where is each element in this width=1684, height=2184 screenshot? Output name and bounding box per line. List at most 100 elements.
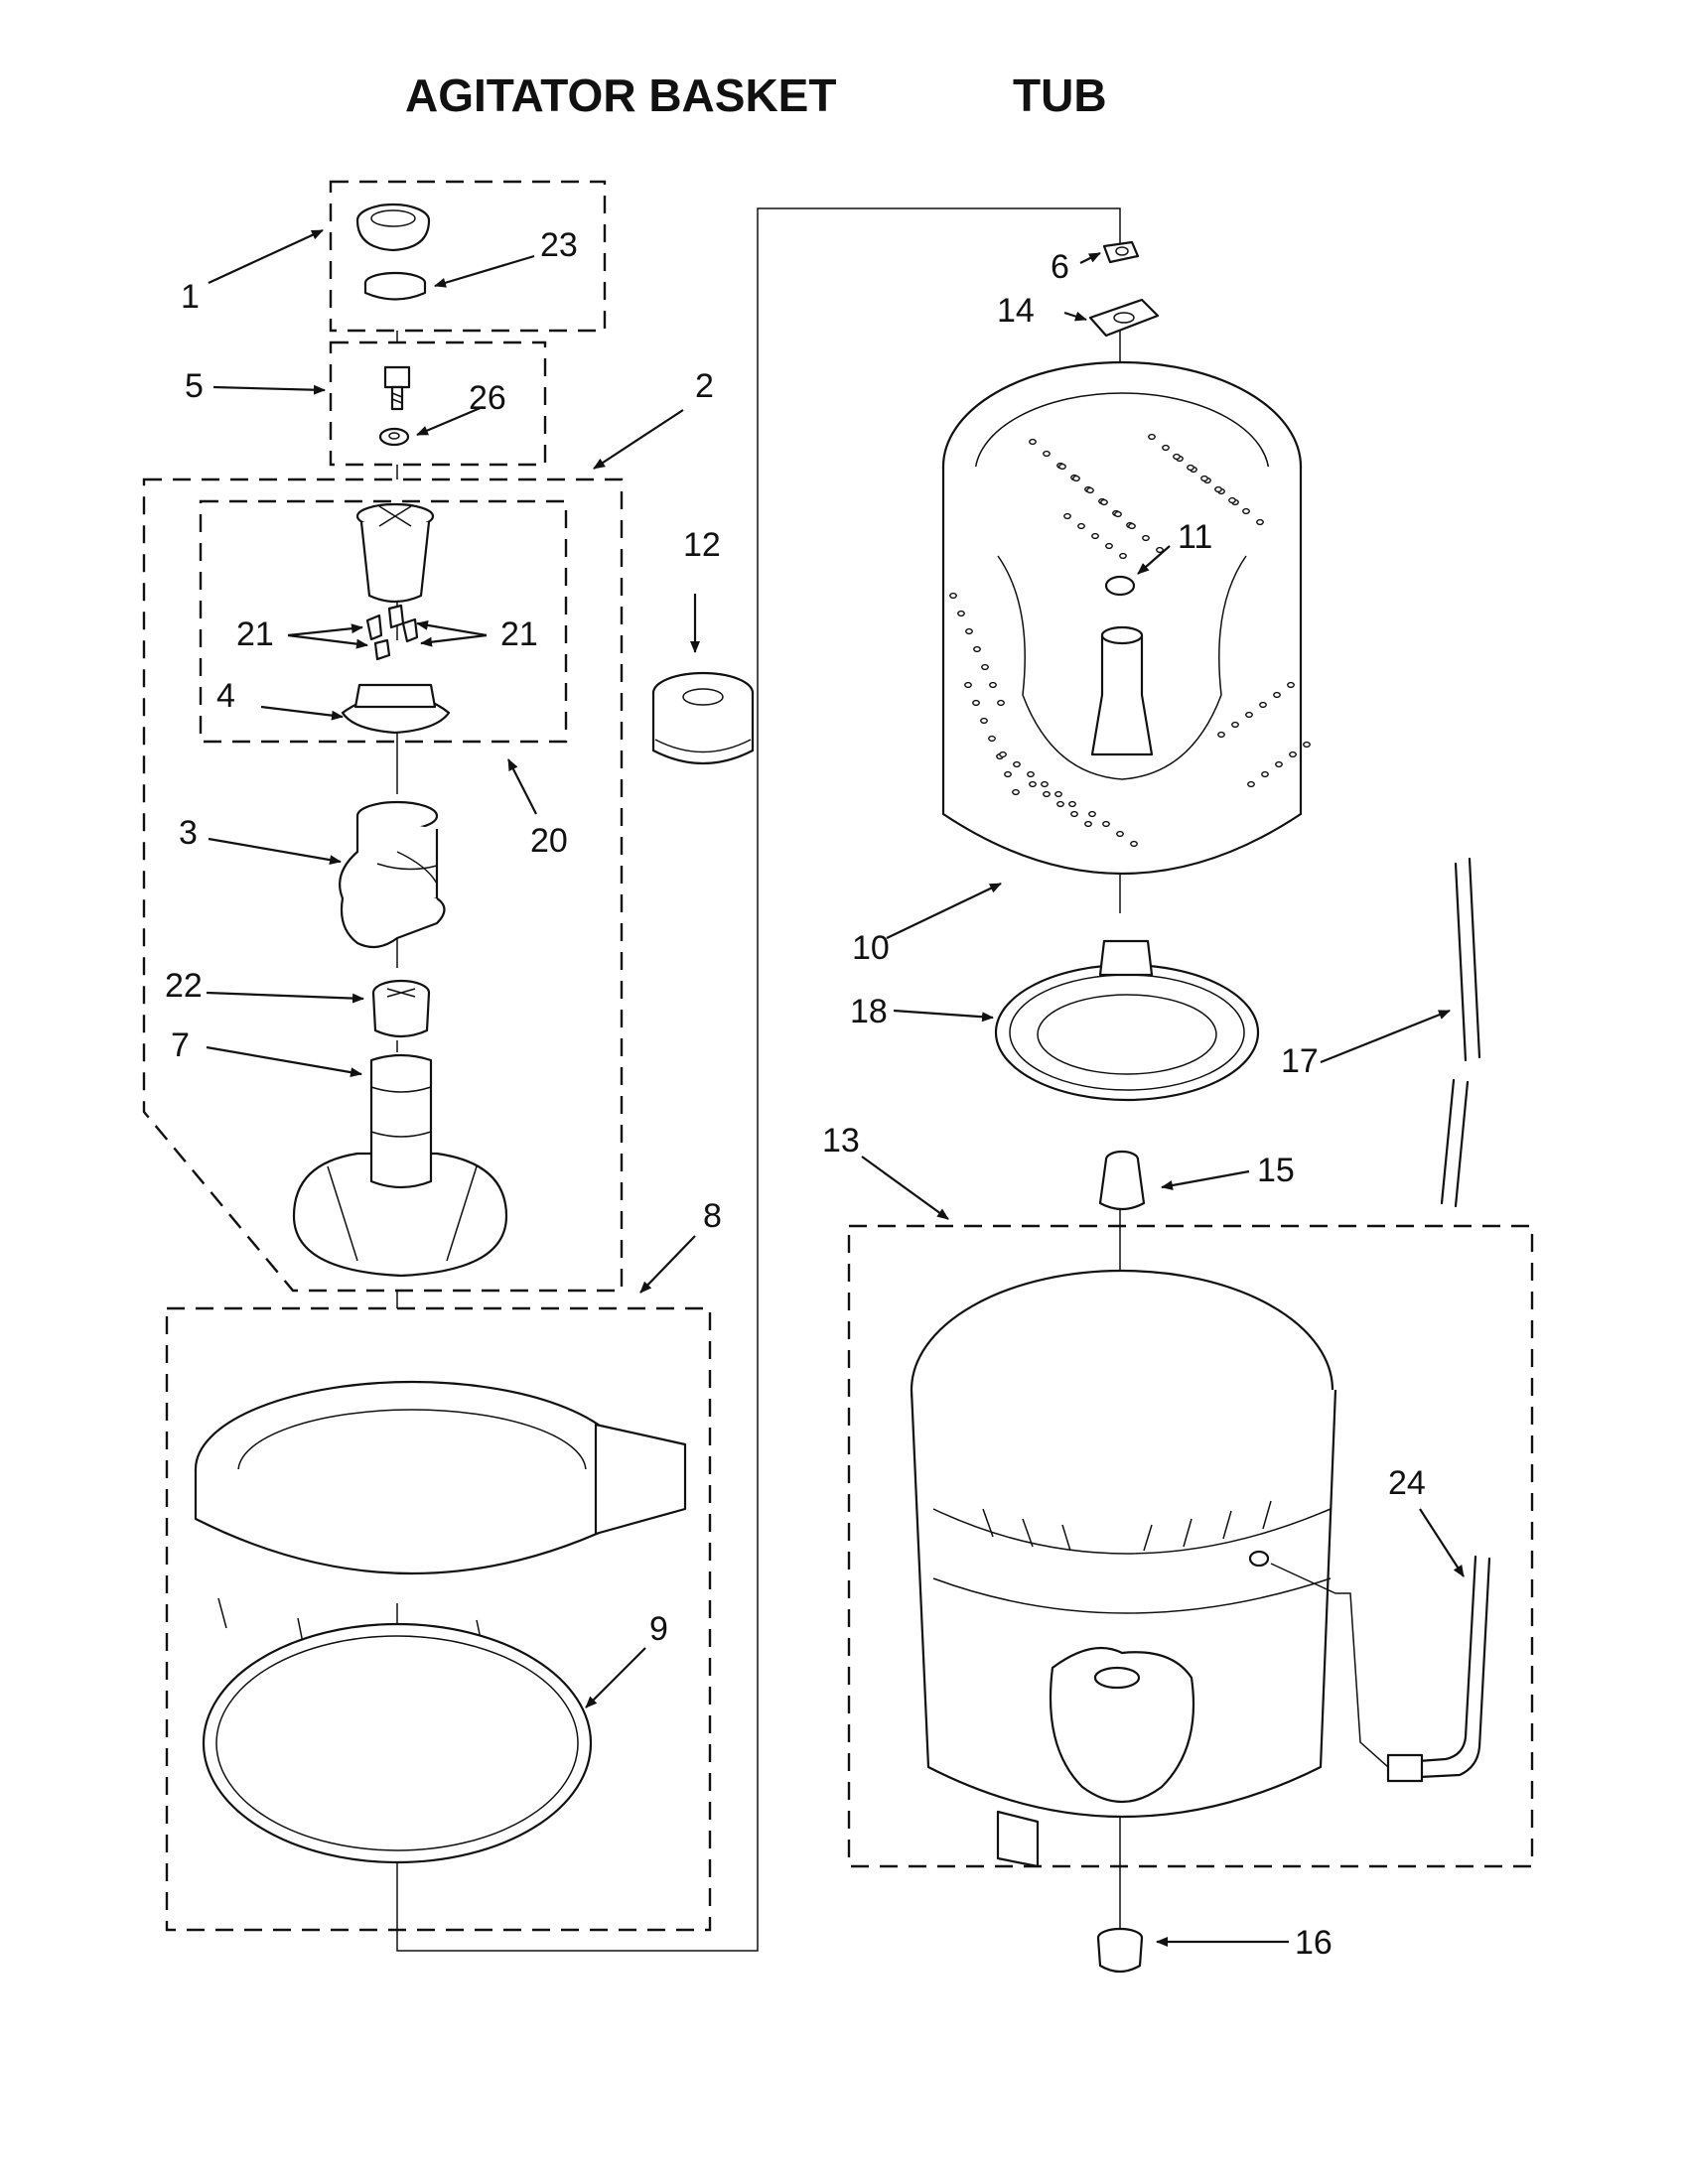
callout-9: 9 xyxy=(649,1610,668,1648)
title-agitator-basket: AGITATOR BASKET xyxy=(405,69,836,121)
callout-20: 20 xyxy=(530,822,568,860)
perforation-hole xyxy=(1029,438,1037,446)
perforation-hole xyxy=(1088,810,1096,818)
callout-4: 4 xyxy=(216,677,235,715)
callout-24: 24 xyxy=(1388,1464,1426,1502)
perforation-hole xyxy=(1068,800,1076,808)
perforation-hole xyxy=(1289,751,1297,758)
agitator-clutch xyxy=(371,979,431,1038)
basket-drive-plate xyxy=(1088,298,1160,338)
callout-22: 22 xyxy=(165,967,203,1005)
spin-tube-coupler xyxy=(1098,1150,1146,1211)
perforation-hole xyxy=(989,681,997,689)
cam-base xyxy=(341,683,451,735)
tub-drain-plug xyxy=(1096,1927,1144,1974)
perforation-hole xyxy=(1041,780,1049,788)
tub-seal xyxy=(651,671,755,764)
perforation-hole xyxy=(1142,534,1150,542)
perforation-hole xyxy=(981,663,989,671)
perforation-hole xyxy=(1275,760,1283,768)
perforation-hole xyxy=(1259,701,1267,709)
agitator-dogs xyxy=(365,604,419,661)
wash-basket xyxy=(941,360,1303,875)
connector-line xyxy=(396,207,1121,1952)
perforation-hole xyxy=(972,699,980,707)
perforation-hole xyxy=(1200,475,1208,482)
agitator-cam xyxy=(355,502,435,604)
perforation-hole xyxy=(1100,498,1108,506)
tub-baffles xyxy=(982,1500,1272,1552)
group-box-agitator xyxy=(142,478,624,1293)
perforation-hole xyxy=(1091,532,1099,540)
callout-1: 1 xyxy=(181,278,200,316)
perforation-hole xyxy=(1086,486,1094,494)
perforation-hole xyxy=(1214,485,1222,493)
perforation-hole xyxy=(1102,820,1110,828)
perforation-hole xyxy=(997,699,1005,707)
perforation-hole xyxy=(1116,830,1124,838)
perforation-hole xyxy=(957,610,965,617)
perforation-hole xyxy=(1303,741,1311,749)
perforation-hole xyxy=(980,717,988,725)
perforation-hole xyxy=(1245,711,1253,719)
callout-6: 6 xyxy=(1051,248,1069,286)
group-box-bolt xyxy=(329,341,547,467)
callout-14: 14 xyxy=(997,292,1035,330)
callout-21-right: 21 xyxy=(500,615,538,653)
callout-8: 8 xyxy=(703,1197,722,1235)
callout-21-left: 21 xyxy=(236,615,274,653)
agitator-bolt xyxy=(383,365,411,411)
perforation-hole xyxy=(1114,510,1122,518)
bolt-washer xyxy=(378,427,410,447)
perforation-hole xyxy=(1072,475,1080,482)
tub-ring-seal xyxy=(202,1622,593,1864)
callout-2: 2 xyxy=(695,367,714,405)
perforation-hole xyxy=(965,627,973,635)
callout-18: 18 xyxy=(850,993,888,1030)
callout-11: 11 xyxy=(1178,518,1212,556)
perforation-hole xyxy=(988,735,996,743)
agitator-base xyxy=(292,1053,508,1278)
perforation-hole xyxy=(1054,790,1062,798)
perforation-hole xyxy=(1012,788,1020,796)
fill-hose xyxy=(1248,1550,1491,1783)
perforation-hole xyxy=(1273,691,1281,699)
perforation-hole xyxy=(999,751,1007,758)
perforation-hole xyxy=(1043,790,1051,798)
group-box-cap xyxy=(329,180,607,333)
perforation-hole xyxy=(1173,453,1181,461)
perforation-hole xyxy=(1247,780,1255,788)
perforation-hole xyxy=(1077,522,1085,530)
perforation-hole xyxy=(1119,552,1127,560)
perforation-hole xyxy=(1231,721,1239,729)
callout-16: 16 xyxy=(1295,1924,1333,1962)
perforation-hole xyxy=(1063,512,1071,520)
perforation-hole xyxy=(1128,522,1136,530)
tub-ring xyxy=(194,1380,687,1649)
callout-5: 5 xyxy=(185,367,204,405)
callout-15: 15 xyxy=(1257,1152,1295,1189)
perforation-hole xyxy=(1217,731,1225,739)
callout-3: 3 xyxy=(179,814,198,852)
perforation-hole xyxy=(1242,507,1250,515)
callout-17: 17 xyxy=(1281,1042,1319,1080)
perforation-hole xyxy=(1228,496,1236,504)
agitator-cap xyxy=(355,203,431,252)
perforation-hole xyxy=(1027,770,1035,778)
perforation-hole xyxy=(1084,820,1092,828)
leader-arrows xyxy=(206,229,1465,1947)
callout-10: 10 xyxy=(852,929,890,967)
perforation-hole xyxy=(973,645,981,653)
perforation-hole xyxy=(1187,464,1194,472)
outer-tub xyxy=(910,1269,1337,1868)
perforation-hole xyxy=(1013,760,1021,768)
agitator-auger xyxy=(339,800,446,949)
perforation-hole xyxy=(964,681,972,689)
callout-7: 7 xyxy=(171,1026,190,1064)
perforation-hole xyxy=(1043,450,1051,458)
perforation-hole xyxy=(1070,810,1078,818)
title-tub: TUB xyxy=(1013,69,1107,121)
perforation-hole xyxy=(1130,840,1138,848)
callout-26: 26 xyxy=(469,379,506,417)
perforation-hole xyxy=(1029,780,1037,788)
